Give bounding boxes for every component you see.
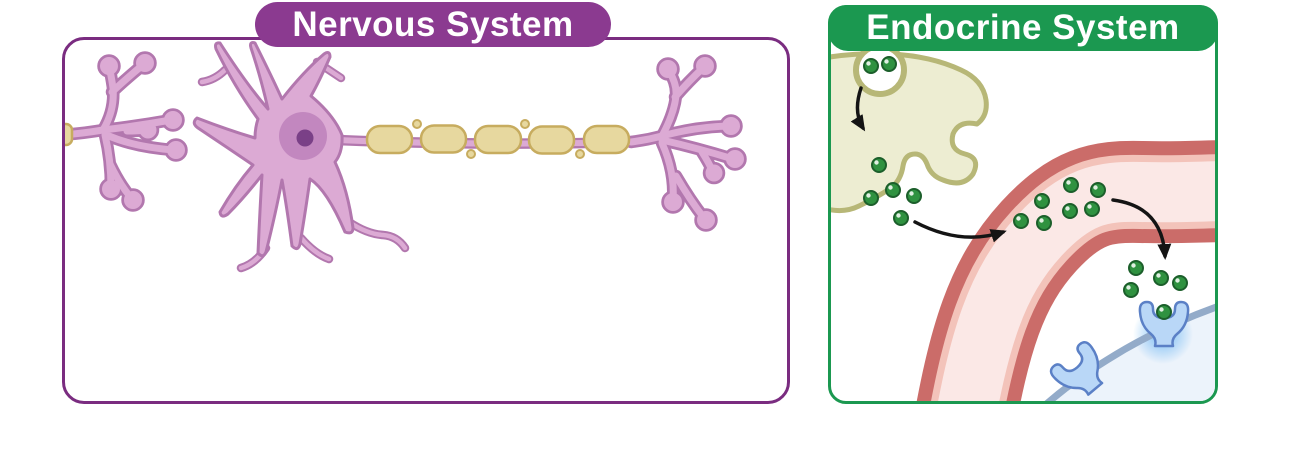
bound-hormone-dot: [1156, 304, 1172, 320]
myelin-sheath: [365, 119, 631, 159]
endocrine-system-panel: [828, 5, 1218, 404]
bloodstream-entry-arrow: [913, 220, 1007, 243]
hormone-release-arrow: [850, 86, 866, 132]
clipped-myelin-stub: [65, 122, 74, 147]
target-cell: [1044, 303, 1215, 401]
cell-body: [192, 41, 355, 258]
endocrine-system-title: Endocrine System: [828, 5, 1218, 51]
nucleolus: [296, 129, 314, 147]
hormone-dot: [881, 56, 897, 72]
nervous-system-panel: [62, 37, 790, 404]
endocrine-system-title-label: Endocrine System: [866, 8, 1180, 47]
neuron-illustration: [65, 41, 790, 404]
nervous-system-title-label: Nervous System: [292, 4, 574, 44]
presynaptic-axon-terminals: [65, 58, 182, 206]
nervous-system-title: Nervous System: [255, 2, 611, 47]
hormone-dot: [863, 58, 879, 74]
vessel-exit-arrow: [1111, 198, 1172, 260]
hormones-near-receptor: [1123, 260, 1188, 298]
hormone-signaling-illustration: [831, 43, 1215, 401]
secretory-vesicle: [853, 43, 907, 97]
axon-terminals: [631, 61, 741, 226]
endocrine-gland: [831, 43, 989, 214]
